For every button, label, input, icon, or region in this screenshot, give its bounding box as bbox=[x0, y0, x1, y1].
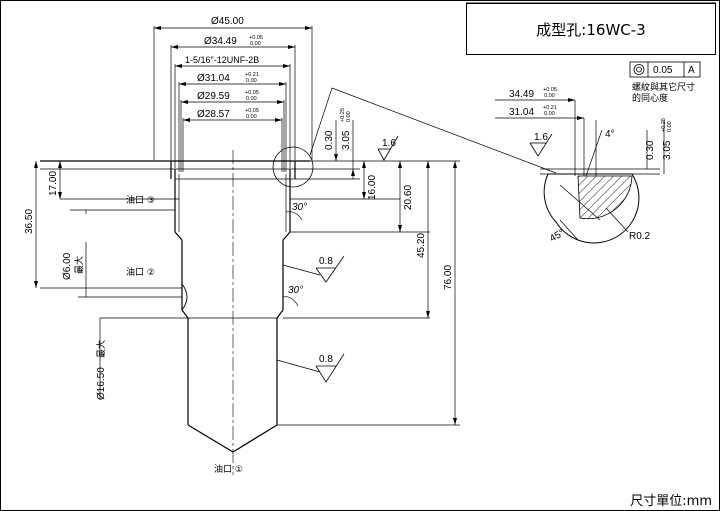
concentricity-frame bbox=[629, 61, 701, 78]
left-vertical-dims bbox=[35, 161, 182, 298]
oil-port-2: 油口 ② bbox=[126, 266, 155, 278]
dim-d31-04: Ø31.04 bbox=[197, 73, 230, 84]
angle-30-top: 30° bbox=[292, 202, 307, 213]
dim-d31-04-upper: +0.21 bbox=[245, 72, 259, 78]
dim-v16-00: 16.00 bbox=[367, 175, 378, 200]
dim-d28-57: Ø28.57 bbox=[197, 109, 230, 120]
angle-30-bottom: 30° bbox=[288, 285, 303, 296]
dim-d34-49-upper: +0.05 bbox=[249, 35, 263, 41]
detail-d31-04: 31.04 bbox=[509, 107, 534, 118]
oil-port-3: 油口 ③ bbox=[126, 194, 155, 206]
dim-v0-30: 0.30 bbox=[324, 130, 335, 150]
dim-v45-20: 45.20 bbox=[416, 233, 427, 258]
dim-v76-00: 76.00 bbox=[443, 265, 454, 290]
dim-d28-57-upper: +0.05 bbox=[245, 108, 259, 114]
dim-v3-05-lower: 0.00 bbox=[346, 111, 352, 122]
detail-surface-finish: 1.6 bbox=[534, 132, 548, 143]
surface-finish-top-symbol bbox=[377, 135, 399, 161]
concentricity-tolerance: 0.05 bbox=[653, 65, 673, 76]
title-block: 成型孔:16WC-3 bbox=[466, 3, 716, 55]
dim-d16-50: Ø16.50 bbox=[96, 367, 107, 400]
dim-d6-00-note: 最大 bbox=[73, 256, 85, 274]
dim-v3-05-upper: +0.25 bbox=[340, 108, 346, 122]
detail-v0-30: 0.30 bbox=[645, 140, 656, 160]
dim-v17-00: 17.00 bbox=[48, 171, 59, 196]
detail-v3-05: 3.05 bbox=[662, 140, 673, 160]
detail-d34-49: 34.49 bbox=[509, 89, 534, 100]
dim-d31-04-lower: 0.00 bbox=[246, 78, 257, 84]
hole-label: 成型孔:16WC-3 bbox=[536, 20, 646, 39]
detail-d31-04-upper: +0.21 bbox=[543, 105, 557, 111]
surface-finish-mid-symbol bbox=[282, 255, 345, 283]
bore-profile bbox=[40, 160, 310, 453]
detail-angle-4: 4° bbox=[605, 129, 615, 140]
dim-d34-49-lower: 0.00 bbox=[250, 41, 261, 47]
dim-v20-60: 20.60 bbox=[403, 185, 414, 210]
detail-v3-05-lower: 0.00 bbox=[667, 121, 673, 132]
dim-d16-50-note: 最大 bbox=[95, 340, 107, 358]
units-label: 尺寸單位:mm bbox=[630, 494, 712, 509]
concentricity-note-2: 的同心度 bbox=[632, 92, 668, 104]
concentricity-note-1: 螺紋與其它尺寸 bbox=[632, 81, 695, 93]
top-dim-arrows bbox=[154, 26, 312, 122]
dim-d28-57-lower: 0.00 bbox=[246, 114, 257, 120]
dim-d45: Ø45.00 bbox=[211, 16, 244, 27]
detail-d34-49-upper: +0.05 bbox=[543, 87, 557, 93]
dim-v3-05: 3.05 bbox=[341, 130, 352, 150]
detail-radius: R0.2 bbox=[629, 231, 651, 242]
detail-leader bbox=[309, 87, 333, 156]
dim-d29-59-upper: +0.05 bbox=[245, 90, 259, 96]
detail-d34-49-lower: 0.00 bbox=[544, 93, 555, 99]
dim-d34-49: Ø34.49 bbox=[204, 36, 237, 47]
dim-thread: 1-5/16"-12UNF-2B bbox=[185, 55, 259, 65]
top-diameter-dims bbox=[153, 26, 313, 172]
detail-view bbox=[540, 100, 660, 244]
surface-finish-low-symbol bbox=[276, 353, 345, 383]
surface-finish-mid: 0.8 bbox=[319, 256, 333, 267]
surface-finish-low: 0.8 bbox=[319, 354, 333, 365]
concentricity-datum: A bbox=[688, 65, 695, 76]
detail-v3-05-upper: +0.25 bbox=[661, 118, 667, 132]
dim-d29-59: Ø29.59 bbox=[197, 91, 230, 102]
dim-d6-00: Ø6.00 bbox=[62, 252, 73, 280]
surface-finish-top: 1.6 bbox=[382, 138, 396, 149]
oil-port-1: 油口 ① bbox=[214, 463, 243, 475]
dim-v36-50: 36.50 bbox=[24, 209, 35, 234]
detail-d31-04-lower: 0.00 bbox=[544, 111, 555, 117]
dim-d29-59-lower: 0.00 bbox=[246, 96, 257, 102]
detail-circle bbox=[272, 146, 314, 188]
